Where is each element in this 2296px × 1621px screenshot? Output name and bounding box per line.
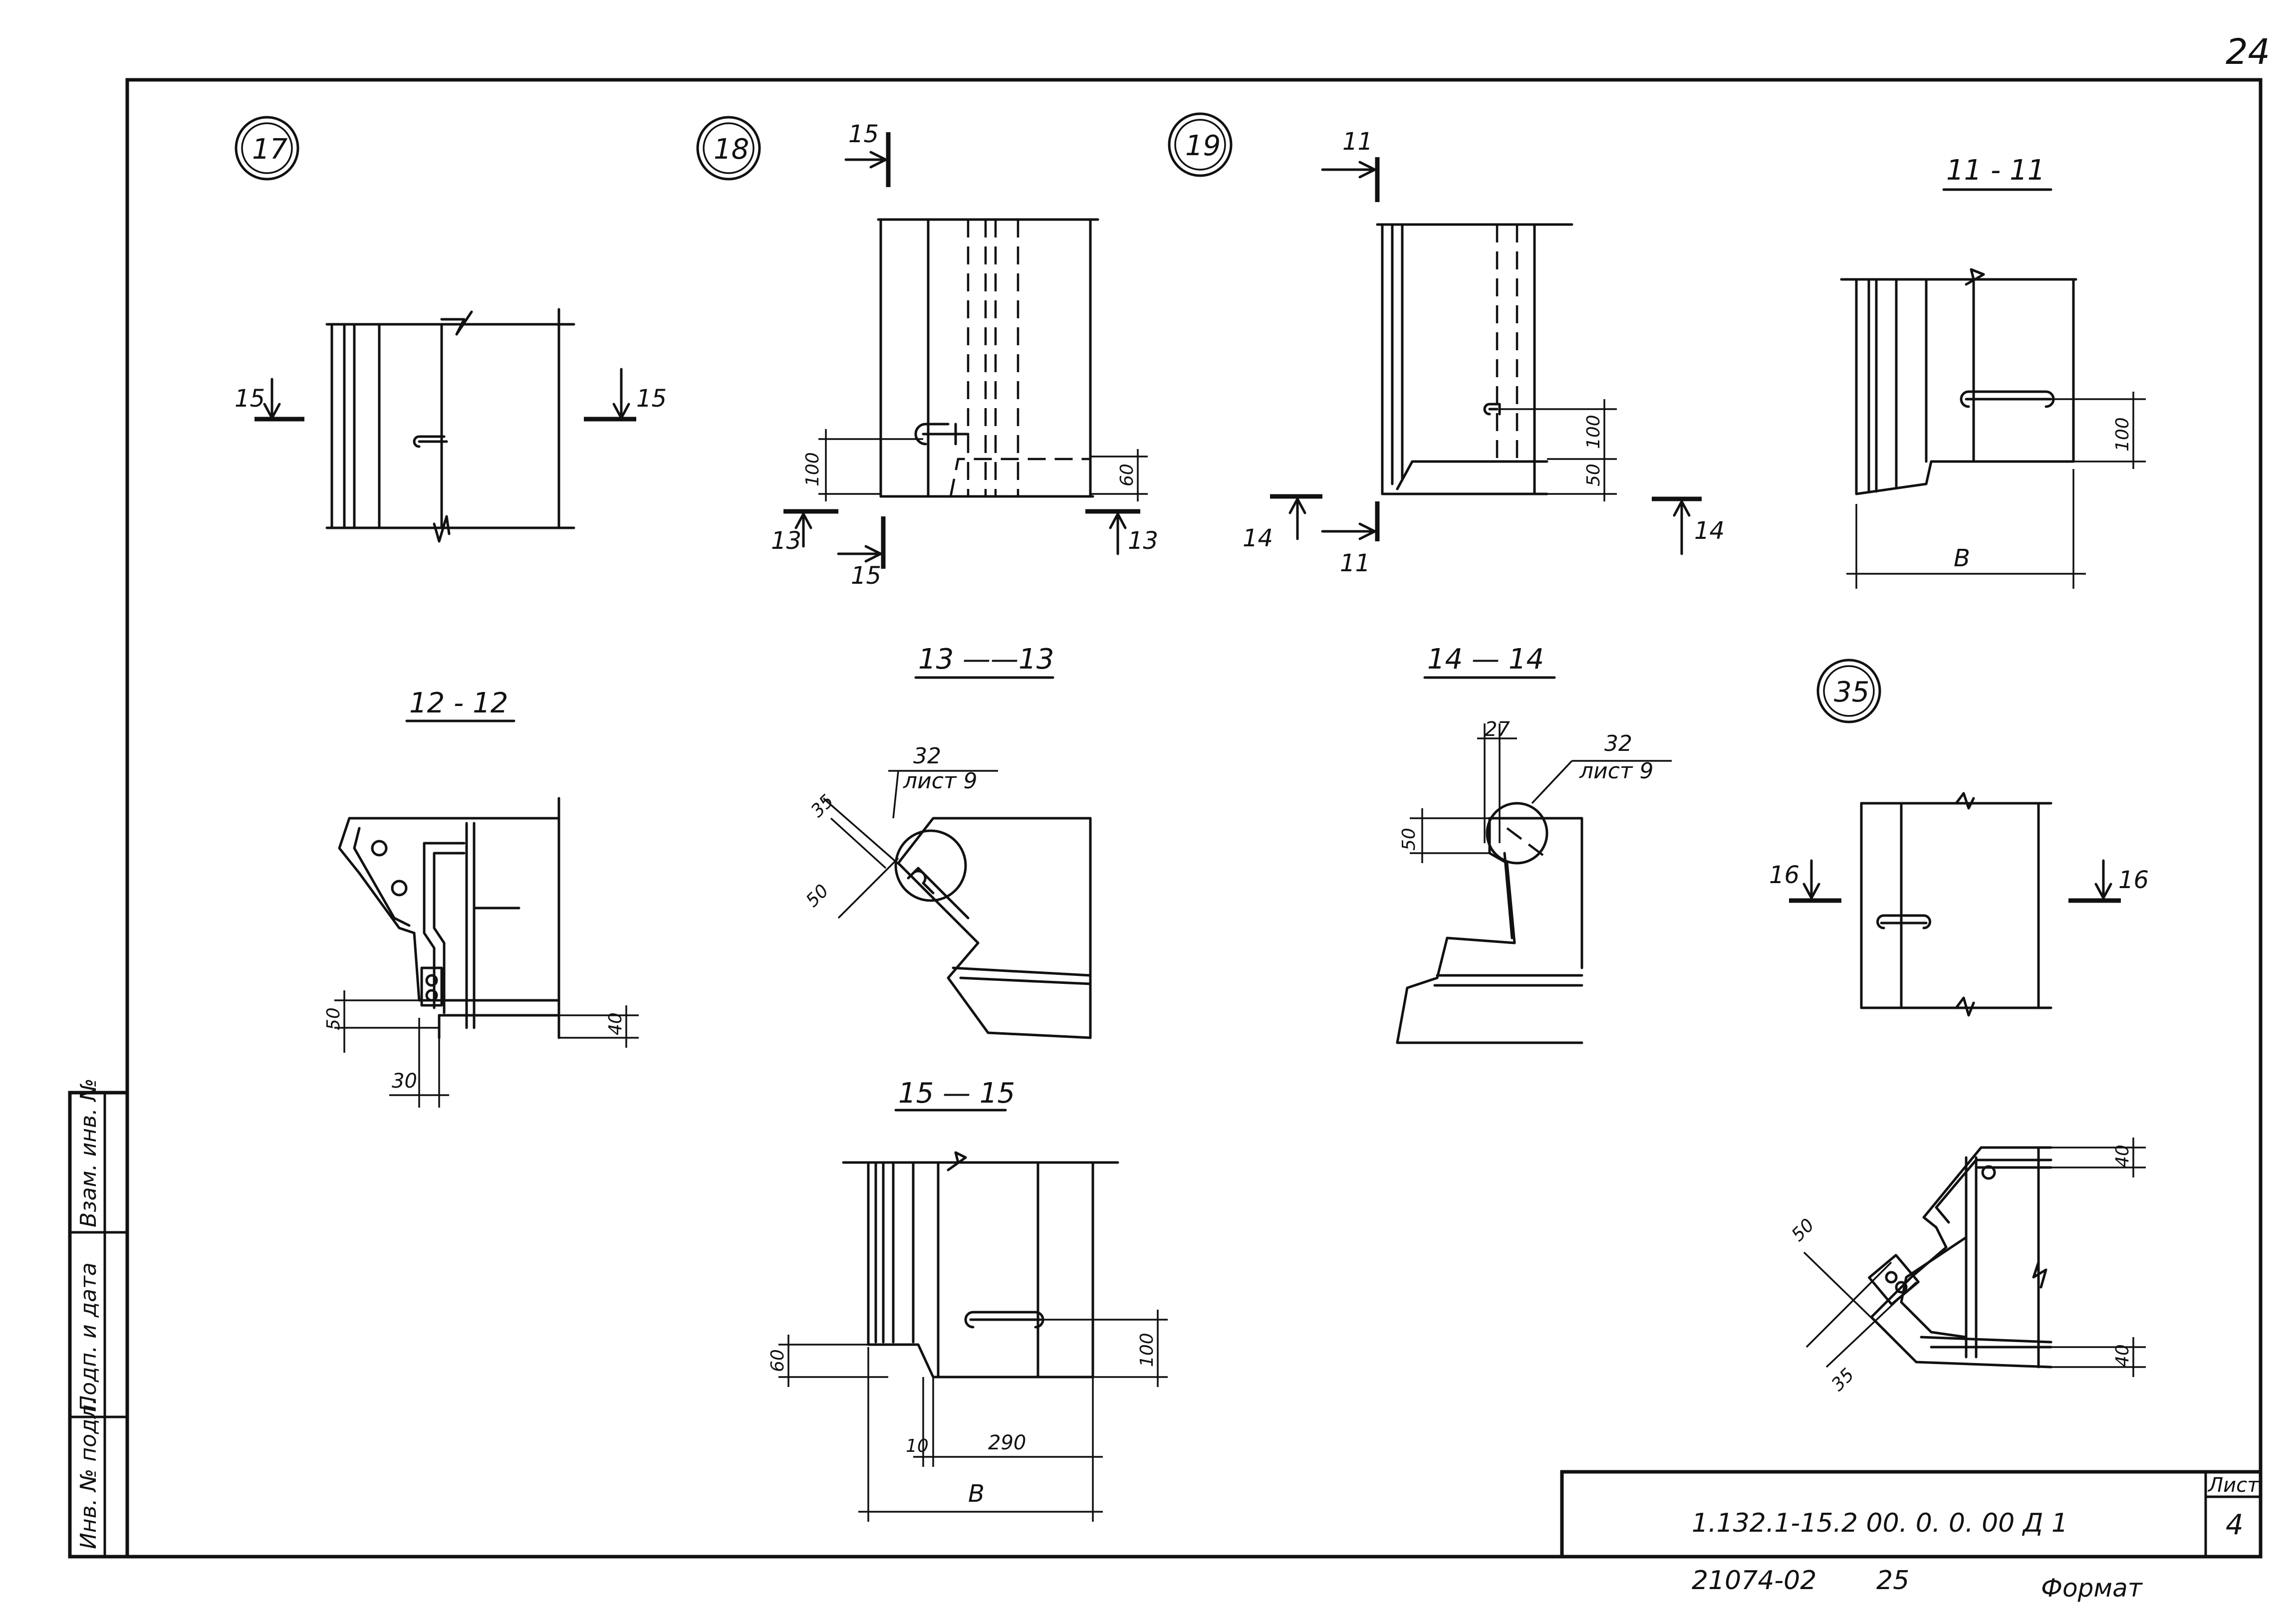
footer-number-2: 25 [1876, 1566, 1909, 1596]
cut-label-15-top: 15 [848, 120, 879, 148]
left-stamp-strip: Инв. № подл. Подп. и дата Взам. инв. № [68, 1078, 129, 1559]
footer-doc-number: 21074-02 [1692, 1566, 1816, 1596]
detail-18-marker: 18 [714, 133, 749, 166]
section-13-title: 13 ——13 [918, 643, 1054, 676]
detail-19: 19 11 100 50 14 11 14 [1168, 112, 1725, 577]
dim-50-d35: 50 [1787, 1215, 1818, 1245]
detail-17: 17 15 15 [235, 116, 667, 543]
dim-40-bottom-d35: 40 [2112, 1344, 2133, 1367]
dim-50-s14: 50 [1399, 828, 1419, 851]
ref-sheet-s14: лист 9 [1579, 758, 1654, 784]
section-13-13: 13 ——13 32 лист 9 35 50 [802, 643, 1092, 1039]
dim-40-s12: 40 [605, 1012, 626, 1035]
cut-label-13-right: 13 [1128, 527, 1158, 555]
cut-label-11-bottom: 11 [1340, 549, 1370, 577]
cut-label-11-top: 11 [1342, 128, 1373, 156]
dim-100-s11: 100 [2112, 417, 2133, 452]
strip-inv-podl: Инв. № подл. [76, 1397, 101, 1549]
strip-vzam-inv: Взам. инв. № [76, 1078, 101, 1227]
detail-18: 18 15 100 60 13 13 15 [696, 116, 1158, 590]
section-11-title: 11 - 11 [1946, 154, 2045, 187]
dim-40-top-d35: 40 [2112, 1145, 2133, 1167]
sheet-number: 4 [2226, 1509, 2244, 1541]
dim-100-d19: 100 [1583, 415, 1604, 449]
dim-290-s15: 290 [988, 1431, 1026, 1454]
drawing-frame [125, 78, 2263, 1559]
sheet-label: Лист [2207, 1474, 2260, 1497]
dim-50-s13: 50 [802, 881, 832, 911]
detail-17-marker: 17 [252, 133, 288, 166]
cut-label-15-bottom: 15 [851, 562, 881, 590]
dim-35-s13: 35 [807, 791, 837, 821]
dim-30-s12: 30 [392, 1070, 417, 1093]
dim-B-s15: B [968, 1480, 985, 1508]
cut-label-13-left: 13 [771, 527, 801, 555]
dim-60-s15: 60 [767, 1349, 788, 1372]
section-15-15: 15 — 15 100 60 10 290 B [767, 1077, 1168, 1522]
dim-10-s15: 10 [906, 1436, 929, 1456]
strip-podp-data: Подп. и дата [76, 1262, 101, 1412]
page-number: 24 [2226, 31, 2270, 72]
footer-format: Формат [2041, 1574, 2143, 1603]
cut-label-15-left: 15 [235, 385, 265, 413]
dim-100-d18: 100 [802, 452, 823, 486]
detail-35-marker: 35 [1834, 676, 1869, 708]
cut-label-16-right: 16 [2118, 866, 2149, 894]
dim-100-s15: 100 [1137, 1333, 1157, 1367]
dim-50-s12: 50 [323, 1007, 344, 1030]
detail-35: 35 16 16 40 [1769, 659, 2149, 1395]
section-14-title: 14 — 14 [1427, 643, 1544, 676]
section-12-12: 12 - 12 50 40 30 [323, 687, 639, 1108]
section-15-title: 15 — 15 [898, 1077, 1015, 1110]
dim-B-s11: B [1954, 544, 1970, 572]
title-block: Лист 4 1.132.1-15.2 00. 0. 0. 00 Д 1 [1560, 1470, 2262, 1558]
dim-60-d18: 60 [1117, 463, 1137, 486]
dim-50-d19: 50 [1583, 463, 1604, 486]
cut-label-14-left: 14 [1243, 524, 1273, 552]
dim-35-d35: 35 [1827, 1365, 1858, 1395]
cut-label-15-right: 15 [636, 385, 667, 413]
ref-32-s13: 32 [913, 743, 941, 769]
cut-label-14-right: 14 [1694, 517, 1725, 545]
section-11-11: 11 - 11 100 B [1840, 154, 2146, 589]
ref-32-s14: 32 [1604, 731, 1632, 756]
detail-19-marker: 19 [1185, 130, 1221, 162]
cut-label-16-left: 16 [1769, 861, 1799, 889]
dim-27-s14: 27 [1485, 718, 1510, 741]
section-12-title: 12 - 12 [409, 687, 508, 719]
ref-sheet-s13: лист 9 [903, 768, 978, 794]
designation: 1.132.1-15.2 00. 0. 0. 00 Д 1 [1692, 1508, 2068, 1538]
section-14-14: 14 — 14 27 32 лист 9 50 [1396, 643, 1672, 1044]
